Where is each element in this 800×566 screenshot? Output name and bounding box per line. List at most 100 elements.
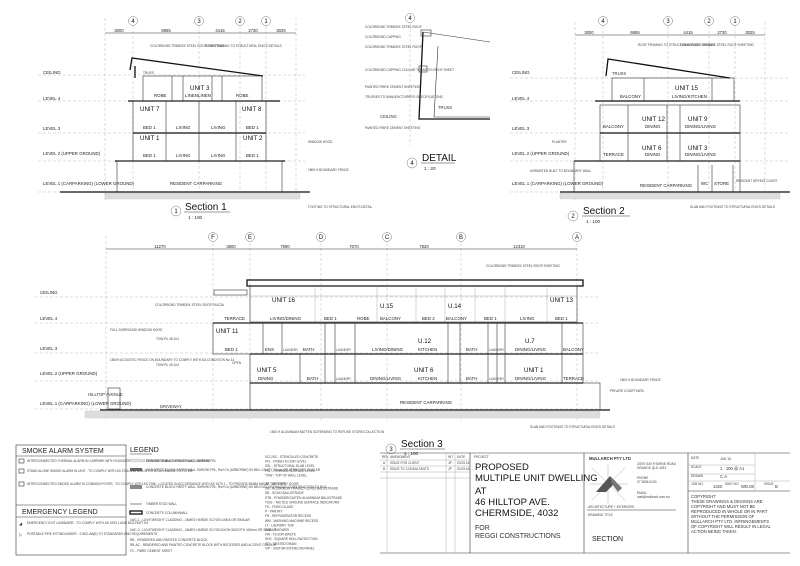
room-label: BATH (307, 376, 318, 381)
interconnected-alarm-icon (18, 481, 25, 487)
unit-labels: UNIT 3 UNIT 7 UNIT 8 UNIT 1 UNIT 2 ROBE … (140, 85, 263, 186)
project-line: PROPOSED (475, 462, 529, 473)
room-label: BED 1 (555, 316, 568, 321)
room-label: BED 1 (246, 125, 259, 130)
section-2: 4 3 2 1 3000 6955 4415 2730 3025 CEILING… (510, 16, 790, 224)
abbreviation-item: FW - FLOOR WASTE (265, 533, 296, 537)
view-title: 1 Section 1 1 : 100 (170, 202, 230, 220)
level-label: LEVEL 2 (UPPER GROUND) (512, 151, 570, 156)
copyright-line: REPRODUCED IN WHOLE OR IN PART (691, 509, 768, 514)
email-value[interactable]: mail@mullarch.com.au (637, 495, 670, 499)
view-title: 3 Section 3 1 : 100 (385, 439, 445, 456)
grid-label: 2 (238, 19, 242, 25)
room-label: KITCHEN (418, 376, 437, 381)
annotation: HILLTOP AVENUE (88, 392, 123, 397)
smoke-alarm-panel: SMOKE ALARM SYSTEM INTERCONNECTED THERMA… (15, 444, 299, 556)
unit-label: U.7 (525, 338, 535, 345)
level-label: LEVEL 4 (512, 96, 530, 101)
dimension: 4415 (215, 28, 225, 33)
level-label: LEVEL 3 (40, 346, 58, 351)
roof-trusses (250, 286, 577, 322)
copyright-line: ACTION BEING TAKEN. (691, 529, 737, 534)
room-label: LAUNDRY (336, 377, 352, 381)
abbreviation-item: GD - GRATED DRAIN (265, 542, 297, 546)
room-label: DINING (258, 376, 274, 381)
copyright-line: THESE DRAWINGS & DESIGNS ARE (691, 499, 763, 504)
detail-4: 4 COLORBOND TRIMDEK STEEL ROOF COLORBOND… (365, 13, 491, 171)
annotation: ROOF FRAMING TO STRUCTURAL ENG'S DETAILS (638, 43, 715, 47)
job-value: 1420 (713, 484, 723, 489)
annotation: TOW RL 48.104 (156, 337, 179, 341)
issue-label: ISSUE (764, 482, 774, 486)
annotations: COLORBOND TRIMDEK STEEL ROOF SHEETING RO… (143, 44, 372, 209)
annotation: COLORBOND TRIMDEK STEEL ROOF SHEETING (150, 44, 224, 48)
revision-table: REV AMENDMENT INT DATE A ISSUE FOR CLIEN… (380, 453, 470, 553)
room-label: BALCONY (380, 316, 401, 321)
grid-label: A (575, 235, 579, 241)
room-label: RESIDENT CARPARKING (170, 181, 223, 186)
section-1: 4 3 2 1 3000 6955 4415 2730 3025 CEILING… (38, 16, 372, 220)
legend-item: RB-AC - RENDERED AND PAINTED CONCRETE BL… (130, 543, 277, 547)
table-cell: 03.05.16 (457, 467, 470, 471)
table-cell: B (383, 467, 385, 471)
room-label: ROBE (357, 316, 370, 321)
dimension: 11270 (154, 244, 166, 249)
room-label: TERRACE (603, 152, 624, 157)
grid-label: E (248, 235, 252, 241)
unit-label: UNIT 13 (550, 297, 573, 304)
annotation: TRUSS (438, 105, 452, 110)
building-outline (559, 58, 790, 200)
level-label: LEVEL 4 (40, 316, 58, 321)
unit-label: UNIT 5 (257, 367, 277, 374)
phone-value: 07 3856 5130 (637, 480, 657, 484)
abbreviation-item: SB - SOLID BALUSTRADE (265, 491, 304, 495)
table-header: INT (448, 455, 453, 459)
copyright-title: COPYRIGHT (691, 494, 716, 499)
panel-title: LEGEND (130, 447, 159, 454)
view-number: 2 (571, 214, 575, 220)
room-label: OPEN (232, 361, 242, 365)
table-row: B ISSUE TO CONSULTANTS JP 03.05.16 (383, 467, 470, 471)
view-number: 1 (174, 209, 178, 215)
dimension: 3800 (226, 244, 236, 249)
level-label: LEVEL 1 (CARPARKING) (LOWER GROUND) (512, 181, 604, 186)
room-label: LAUNDRY (489, 377, 505, 381)
legend-panel: LEGEND CONCRETE BLOCK PARTY WALL 90/90/9… (129, 447, 342, 553)
grid-label: C (385, 235, 390, 241)
grid-bubbles: 4 3 2 1 (598, 16, 740, 26)
abbreviation-item: FG - FIXED GLASS (265, 505, 293, 509)
room-label: DINING/LIVING (685, 152, 717, 157)
grid-label: D (319, 235, 324, 241)
room-label: KITCHEN (418, 347, 437, 352)
grid-label: 1 (733, 19, 737, 25)
room-label: BED 1 (143, 125, 156, 130)
level-label: LEVEL 4 (43, 96, 61, 101)
abbreviation-item: SP - SPITTER (265, 482, 286, 486)
address-line: 3/209 GAYTHORNE ROAD (637, 462, 677, 466)
project-line: REGGI CONSTRUCTIONS (475, 533, 561, 540)
building-outline (84, 279, 610, 419)
unit-label: UNIT 6 (642, 145, 662, 152)
room-label: ROBE (154, 93, 167, 98)
dimension: 2730 (248, 28, 258, 33)
annotation: TRUSSES TO MANUFACTURER'S SPECIFICATIONS (365, 95, 443, 99)
abbreviation-item: VIP - VISITOR INTERCOM PANEL (265, 546, 315, 550)
unit-labels: UNIT 16 U.15 U.14 UNIT 13 UNIT 11 U.12 U… (216, 297, 573, 374)
room-label: DINING/LIVING (685, 124, 717, 129)
project-line: FOR (475, 525, 490, 532)
abbreviation-item: STB - POWDERCOATED ALUMINIUM BALUSTRADE (265, 496, 342, 500)
level-labels: CEILING LEVEL 4 LEVEL 3 LEVEL 2 (UPPER G… (43, 70, 135, 186)
grid-label: 3 (666, 19, 670, 25)
level-label: LEVEL 2 (UPPER GROUND) (43, 151, 101, 156)
legend-item: EMERGENCY EXIT LUMINAIRE - TO COMPLY WIT… (27, 521, 148, 525)
level-labels: CEILING LEVEL 4 LEVEL 3 LEVEL 2 (UPPER G… (40, 290, 132, 406)
table-cell: ISSUE TO CONSULTANTS (390, 467, 429, 471)
level-label: CEILING (512, 70, 530, 75)
drawing-info: DATE JAN '16 SCALE 1 : 100 @ A1 DRAWN C.… (688, 453, 790, 534)
dimension: 3025 (745, 30, 755, 35)
abbreviation-item: WM - WASHING MACHINE RECESS (265, 519, 318, 523)
abbreviation-item: P - PANTRY (265, 510, 283, 514)
unit-label: UNIT 12 (642, 116, 665, 123)
view-scale: 1 : 20 (424, 166, 436, 171)
